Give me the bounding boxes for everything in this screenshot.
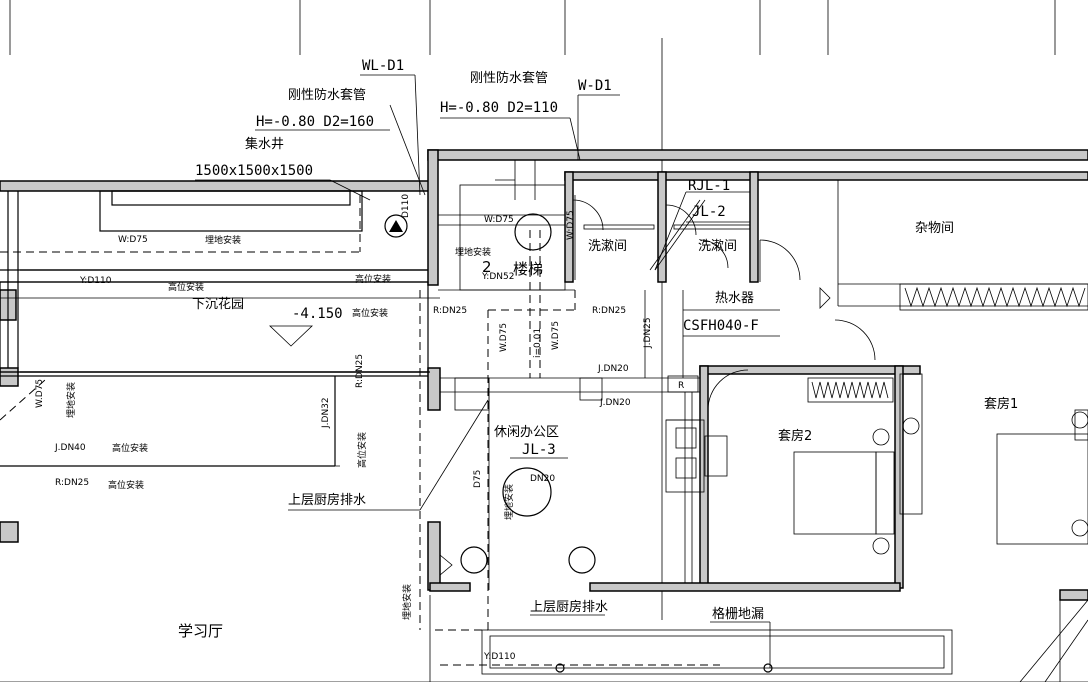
label-sleeve-left-spec: H=-0.80 D2=160 [256,114,374,130]
label-suite2: 套房2 [778,428,812,444]
label-bury-4: 埋地安装 [503,484,515,520]
label-r-dn25-b: R:DN25 [592,306,626,316]
stove [579,377,603,401]
light-3 [1071,411,1088,429]
label-w-d1: W-D1 [578,78,612,94]
label-high-1: 高位安装 [168,281,204,293]
pipes [0,195,720,682]
stair-riser-circle [514,213,552,251]
garden-level-marker [269,325,313,347]
floor-drain-1 [460,546,488,574]
label-bury-1: 埋地安装 [205,234,241,246]
label-garden: 下沉花园 [192,296,244,312]
washer-top [675,427,697,449]
label-r-dn25-c: R:DN25 [355,354,365,388]
washer-bottom [675,457,697,479]
label-y-dn52: Y:DN52 [481,272,514,282]
label-y-d110: Y:D110 [79,276,112,286]
garden-outline [0,190,429,467]
label-j-dn40: J.DN40 [54,443,86,453]
label-slope: i=0.01 [533,328,543,358]
walls [0,149,1088,601]
label-high-6: 高位安装 [356,432,368,468]
label-wash-2: 洗漱间 [698,239,737,254]
label-y-d110-b: Y:D110 [483,652,516,662]
label-d110: D110 [401,194,411,218]
valve-2 [439,554,453,576]
top-ticks [9,0,1056,620]
label-sleeve-right: 刚性防水套管 [470,70,548,86]
label-r-dn25-a: R:DN25 [433,306,467,316]
label-heater: 热水器 [715,291,754,306]
label-high-2: 高位安装 [355,273,391,285]
text-labels: WL-D1 W-D1 刚性防水套管 H=-0.80 D2=160 刚性防水套管 … [35,58,1018,662]
label-heater-model: CSFH040-F [683,318,759,334]
label-suite1: 套房1 [984,396,1018,412]
label-kitchen-drain-1: 上层厨房排水 [288,492,366,508]
sump-pump-triangle [389,220,403,232]
grate-drain-left [555,663,565,673]
label-stairs: 楼梯 [513,260,543,278]
label-w-d75-f: W:D75 [566,210,576,240]
label-sump-size: 1500x1500x1500 [195,163,313,179]
label-j-dn20-a: J.DN20 [597,364,629,374]
heater-box [667,375,699,393]
label-r-dn25-d: R:DN25 [55,478,89,488]
label-storage: 杂物间 [915,221,954,236]
label-wash-1: 洗漱间 [588,239,627,254]
label-high-4: 高位安装 [112,442,148,454]
doors [572,199,876,411]
label-j-dn32: J.DN32 [321,397,331,429]
label-jl2: JL-2 [692,204,726,220]
sump-pump-icon [384,214,408,238]
label-kitchen-drain-2: 上层厨房排水 [530,599,608,615]
label-d75: D75 [473,470,483,488]
floor-drain-2 [568,546,596,574]
label-w-d75-d: W.D75 [499,323,509,352]
label-high-5: 高位安装 [108,479,144,491]
label-w-d75-c: W.D75 [35,379,45,408]
label-garden-level: -4.150 [292,306,343,322]
label-jl3: JL-3 [522,442,556,458]
label-wl-d1: WL-D1 [362,58,404,74]
label-dn20: DN20 [530,474,555,484]
closet-hangers [811,286,1086,399]
light-1 [872,428,890,446]
interior-lines [0,160,1088,682]
label-sleeve-left: 刚性防水套管 [288,87,366,103]
label-heater-r: R [678,381,684,391]
jl3-riser-circle [502,467,552,517]
leader-lines [195,74,780,668]
label-j-dn20-b: J.DN20 [599,398,631,408]
label-bury-2: 埋地安装 [455,246,491,258]
label-bury-5: 埋地安装 [401,584,413,620]
label-sleeve-right-spec: H=-0.80 D2=110 [440,100,558,116]
light-4 [1071,519,1088,537]
label-grate-drain: 格栅地漏 [712,606,764,622]
label-stairs-num: 2 [482,258,492,276]
light-5 [902,417,920,435]
label-w-d75-a: W:D75 [118,235,148,245]
light-2 [872,537,890,555]
label-high-3: 高位安装 [352,307,388,319]
grate-drain-right [763,663,773,673]
label-sump: 集水井 [245,136,284,152]
valve-1 [819,287,831,309]
label-lounge: 休闲办公区 [494,425,559,440]
label-rjl1: RJL-1 [688,178,730,194]
fixtures [269,213,1088,673]
label-j-dn25: J.DN25 [643,317,653,349]
label-w-d75-e: W.D75 [551,321,561,350]
label-w-d75-b: W:D75 [484,215,514,225]
label-study: 学习厅 [178,622,223,640]
label-bury-3: 埋地安装 [65,382,77,418]
